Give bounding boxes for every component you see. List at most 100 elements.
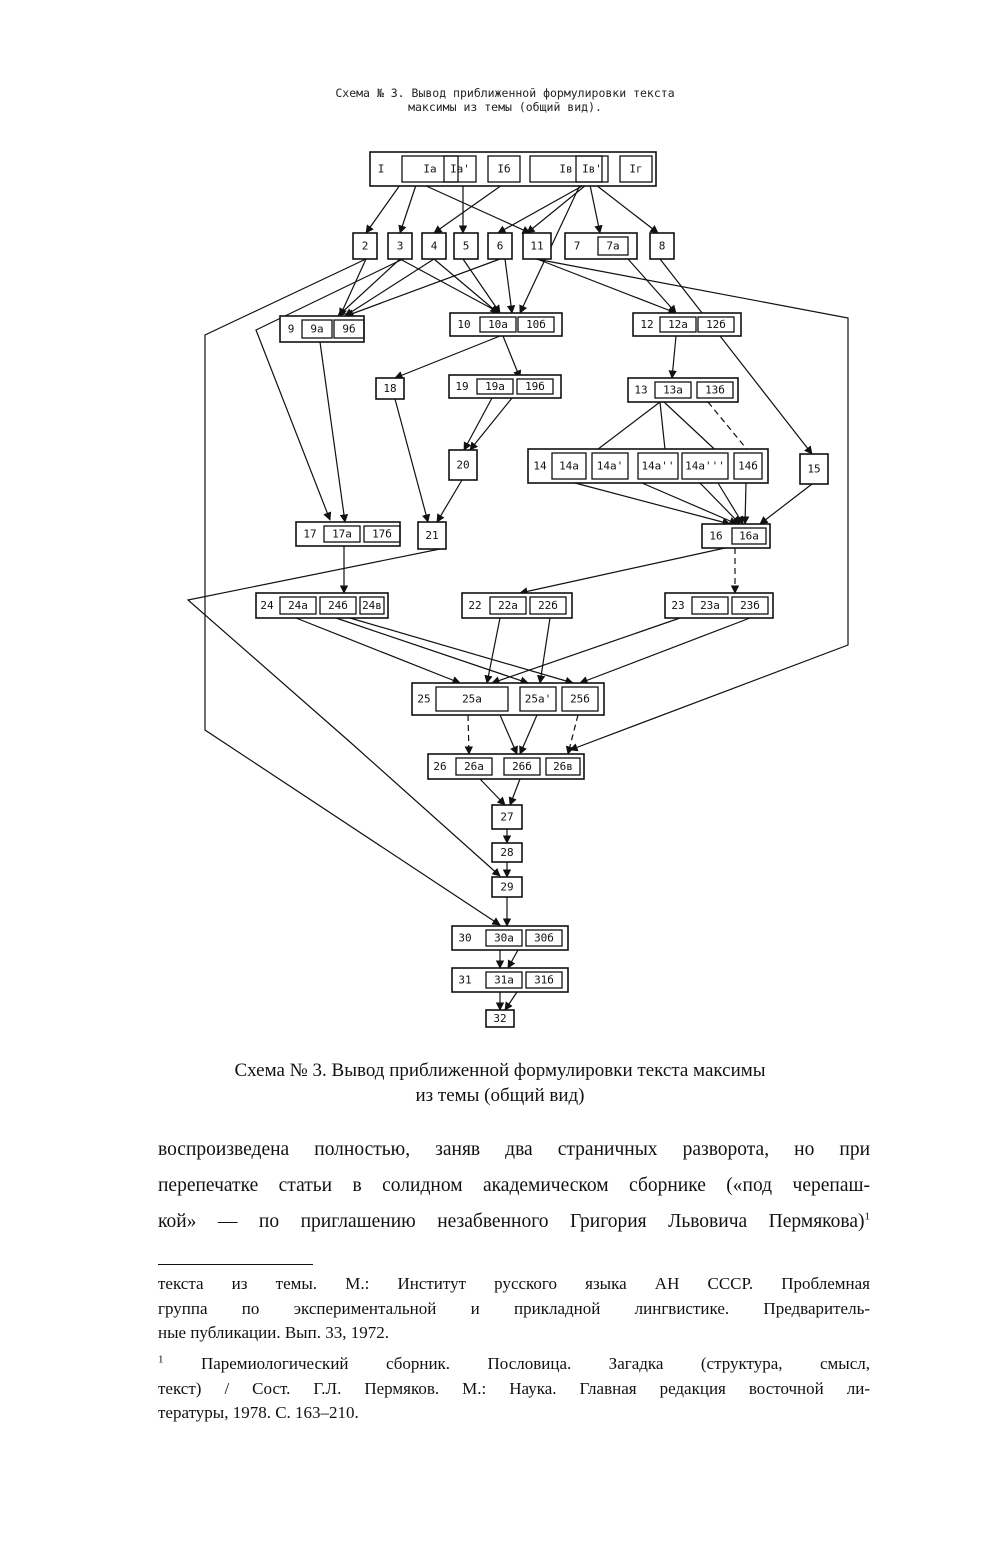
sub-node-frame bbox=[333, 319, 365, 339]
sub-node-label: 25а' bbox=[525, 693, 552, 706]
sub-node-label: Iв bbox=[559, 163, 572, 176]
node-frame bbox=[369, 151, 657, 187]
footnote-1-mark: 1 bbox=[158, 1353, 164, 1366]
node-frame bbox=[453, 232, 479, 260]
sub-node-frame bbox=[279, 596, 317, 615]
sub-node-frame bbox=[363, 525, 401, 543]
node-frame bbox=[491, 842, 523, 863]
edge-arrow bbox=[507, 949, 519, 969]
edge-arrow bbox=[394, 398, 431, 523]
edge-arrow bbox=[295, 617, 461, 685]
footnote-cont-line-1: текста из темы. М.: Институт русского яз… bbox=[158, 1274, 870, 1293]
sub-node-frame bbox=[443, 155, 477, 183]
node-label: 30 bbox=[458, 932, 471, 945]
caption-line-2: из темы (общий вид) bbox=[415, 1085, 585, 1106]
sub-node-label: 9а bbox=[310, 323, 323, 336]
edge-arrow bbox=[536, 258, 677, 315]
edge-arrow bbox=[349, 617, 574, 685]
footnote-ref-1[interactable]: 1 bbox=[864, 1210, 871, 1223]
node-n6: 6 bbox=[487, 232, 513, 260]
node-frame bbox=[375, 377, 405, 400]
sub-node-frame bbox=[489, 596, 527, 615]
sub-node-label: 10а bbox=[488, 318, 508, 331]
node-label: 14 bbox=[533, 460, 547, 473]
edge-arrow bbox=[433, 184, 503, 234]
scheme-typewritten-heading: Схема № 3. Вывод приближенной формулиров… bbox=[300, 86, 710, 114]
sub-node-label: 26а bbox=[464, 760, 484, 773]
node-frame bbox=[417, 521, 447, 550]
body-line-3-text: кой» — по приглашению незабвенного Григо… bbox=[158, 1211, 865, 1232]
node-label: 25 bbox=[417, 693, 430, 706]
edge-arrow bbox=[519, 547, 726, 596]
scheme-heading-line-2: максимы из темы (общий вид). bbox=[408, 100, 602, 114]
edge-arrow bbox=[335, 617, 529, 685]
edge-arrow bbox=[519, 714, 538, 755]
sub-node-frame bbox=[455, 757, 493, 776]
edge-arrow bbox=[565, 714, 579, 755]
sub-node-frame bbox=[681, 452, 729, 480]
node-label: 32 bbox=[493, 1012, 506, 1025]
node-label: 22 bbox=[468, 599, 481, 612]
footnote-1-line-3: тературы, 1978. С. 163–210. bbox=[158, 1403, 359, 1422]
sub-node-frame bbox=[517, 316, 555, 333]
edge-arrow bbox=[433, 258, 499, 314]
node-label: 5 bbox=[463, 240, 470, 253]
edge-arrow bbox=[497, 184, 585, 234]
sub-node-label: 26б bbox=[512, 760, 532, 773]
sub-node-label: 22б bbox=[538, 599, 558, 612]
node-frame bbox=[448, 449, 478, 481]
sub-node-label: 13б bbox=[705, 384, 725, 397]
scheme-heading-line-1: Схема № 3. Вывод приближенной формулиров… bbox=[335, 86, 675, 100]
sub-node-label: 26в bbox=[553, 760, 573, 773]
sub-node-label: 22а bbox=[498, 599, 518, 612]
node-n18: 18 bbox=[375, 377, 405, 400]
node-label: 13 bbox=[634, 384, 647, 397]
sub-node-frame bbox=[519, 686, 557, 712]
footnote-cont-line-3: ные публикации. Вып. 33, 1972. bbox=[158, 1323, 389, 1342]
edge-3-to-17 bbox=[255, 258, 404, 521]
node-n8: 8 bbox=[649, 232, 675, 260]
footnote-1-line-1-text: Паремиологический сборник. Пословица. За… bbox=[200, 1354, 870, 1373]
sub-node-label: 31а bbox=[494, 974, 514, 987]
node-label: 31 bbox=[458, 974, 471, 987]
sub-node-frame bbox=[485, 971, 523, 989]
sub-node-frame bbox=[733, 452, 763, 480]
sub-node-label: 14а''' bbox=[685, 460, 725, 473]
node-frame bbox=[799, 453, 829, 485]
sub-node-frame bbox=[516, 378, 554, 395]
edge-arrow bbox=[508, 778, 521, 806]
node-n29: 29 bbox=[491, 876, 523, 898]
body-line-2: перепечатке статьи в солидном академичес… bbox=[158, 1175, 870, 1196]
body-paragraph: воспроизведена полностью, заняв два стра… bbox=[158, 1132, 870, 1240]
sub-node-frame bbox=[637, 452, 679, 480]
node-n3: 3 bbox=[387, 232, 413, 260]
footnote-cont-line-2: группа по экспериментальной и прикладной… bbox=[158, 1298, 870, 1318]
edge-arrow bbox=[462, 258, 501, 314]
sub-node-frame bbox=[476, 378, 514, 395]
footnote-1-line-1: 1 Паремиологический сборник. Пословица. … bbox=[158, 1352, 870, 1377]
sub-node-label: 7а bbox=[606, 240, 619, 253]
sub-node-frame bbox=[529, 596, 567, 615]
edge-arrow bbox=[589, 184, 603, 234]
edge-arrow bbox=[759, 483, 813, 525]
edge-arrow bbox=[668, 335, 677, 379]
body-line-3: кой» — по приглашению незабвенного Григо… bbox=[158, 1204, 870, 1240]
edge-arrow bbox=[595, 184, 659, 234]
node-label: 7 bbox=[574, 240, 581, 253]
node-n2: 2 bbox=[352, 232, 378, 260]
node-n27: 27 bbox=[491, 804, 523, 830]
sub-node-frame bbox=[359, 596, 385, 615]
node-label: 2 bbox=[362, 240, 369, 253]
node-label: 21 bbox=[425, 529, 438, 542]
node-label: 10 bbox=[457, 318, 470, 331]
sub-node-frame bbox=[731, 596, 769, 615]
node-n4: 4 bbox=[421, 232, 447, 260]
caption-line-1: Схема № 3. Вывод приближенной формулиров… bbox=[234, 1060, 766, 1081]
edge-arrow bbox=[469, 397, 513, 451]
node-n21: 21 bbox=[417, 521, 447, 550]
